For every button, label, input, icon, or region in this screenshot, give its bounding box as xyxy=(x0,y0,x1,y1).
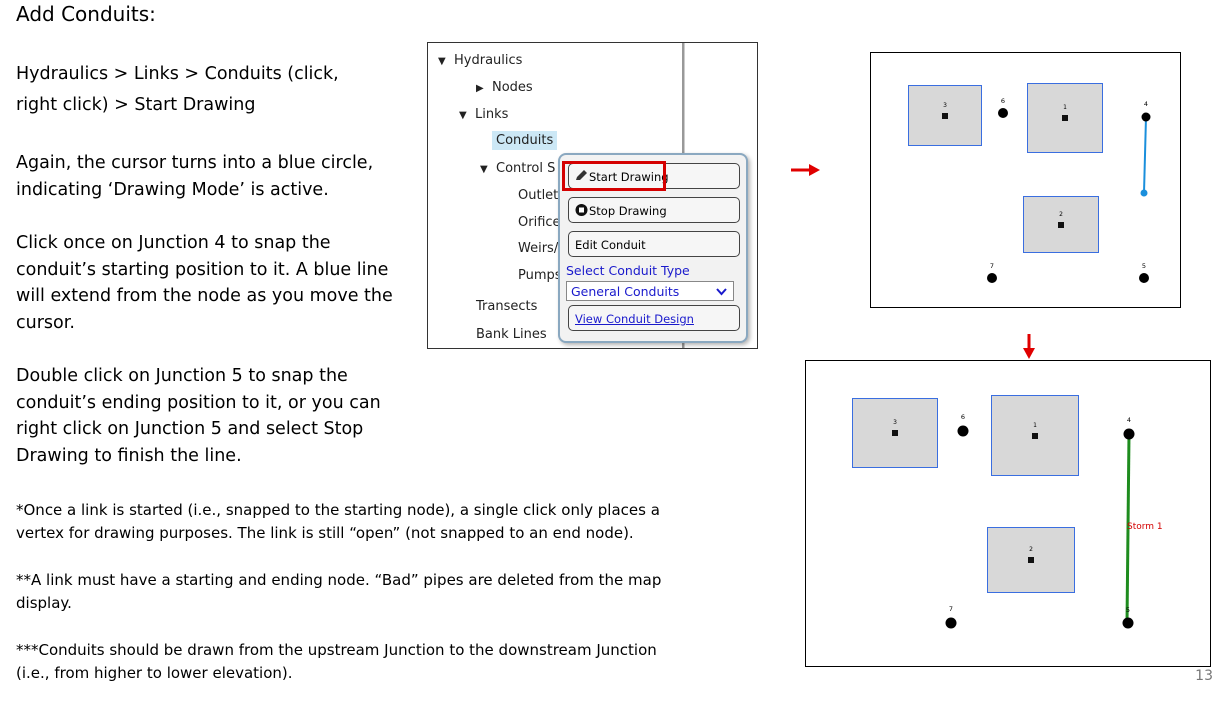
stop-drawing-button[interactable]: Stop Drawing xyxy=(568,197,740,223)
subcatchment-3[interactable]: 3 xyxy=(852,398,938,468)
drawing-line xyxy=(1140,116,1148,197)
tree-item-orifices[interactable]: Orifice xyxy=(518,215,561,230)
stop-icon xyxy=(575,198,589,224)
tree-item-conduits[interactable]: Conduits xyxy=(492,131,558,150)
tree-item-control-structures[interactable]: ▼Control S xyxy=(480,161,556,176)
conduit-label: Storm 1 xyxy=(1127,522,1163,532)
tree-panel: ▼Hydraulics ▶Nodes ▼Links Conduits ▼Cont… xyxy=(427,42,758,349)
note-upstream: ***Conduits should be drawn from the ups… xyxy=(16,641,657,682)
caret-down-icon[interactable]: ▼ xyxy=(438,56,446,67)
paragraph-cursor: Again, the cursor turns into a blue circ… xyxy=(16,153,374,200)
junction-7[interactable] xyxy=(987,273,997,283)
subcatchment-1[interactable]: 1 xyxy=(991,395,1079,476)
start-drawing-highlight xyxy=(562,161,666,191)
chevron-down-icon xyxy=(716,282,727,309)
map-drawing-mode[interactable]: 3 1 2 6 4 7 5 xyxy=(870,52,1181,308)
tree-item-bank-lines[interactable]: Bank Lines xyxy=(476,327,547,342)
paragraph-double-click: Double click on Junction 5 to snap the c… xyxy=(16,366,381,466)
view-conduit-design-link[interactable]: View Conduit Design xyxy=(575,312,694,326)
junction-7[interactable] xyxy=(945,617,957,629)
subcatchment-1[interactable]: 1 xyxy=(1027,83,1103,153)
arrow-right-icon xyxy=(791,162,821,182)
subcatchment-2[interactable]: 2 xyxy=(987,527,1075,593)
junction-6[interactable] xyxy=(998,108,1008,118)
tree-item-outlets[interactable]: Outlet xyxy=(518,188,559,203)
tree-item-transects[interactable]: Transects xyxy=(476,299,538,314)
tree-item-hydraulics[interactable]: ▼Hydraulics xyxy=(438,53,523,68)
junction-6[interactable] xyxy=(957,425,969,437)
subcatchment-2[interactable]: 2 xyxy=(1023,196,1099,253)
paragraph-click-once: Click once on Junction 4 to snap the con… xyxy=(16,233,393,333)
tree-item-weirs[interactable]: Weirs/ xyxy=(518,241,559,256)
pencil-icon xyxy=(575,164,589,190)
select-conduit-type-label: Select Conduit Type xyxy=(566,263,690,278)
caret-down-icon[interactable]: ▼ xyxy=(459,110,467,121)
conduit-storm-1[interactable] xyxy=(806,361,1210,666)
junction-5[interactable] xyxy=(1122,617,1134,629)
junction-5[interactable] xyxy=(1139,273,1149,283)
conduit-type-select[interactable]: General Conduits xyxy=(566,281,734,301)
edit-conduit-button[interactable]: Edit Conduit xyxy=(568,231,740,257)
page-number: 13 xyxy=(1195,668,1213,684)
note-single-click: *Once a link is started (i.e., snapped t… xyxy=(16,501,660,542)
tree-item-pumps[interactable]: Pumps xyxy=(518,268,562,283)
tree-item-nodes[interactable]: ▶Nodes xyxy=(476,80,533,95)
arrow-down-icon xyxy=(1021,334,1037,364)
caret-right-icon[interactable]: ▶ xyxy=(476,83,484,94)
caret-down-icon[interactable]: ▼ xyxy=(480,164,488,175)
menu-path-text: Hydraulics > Links > Conduits (click, ri… xyxy=(16,64,339,115)
context-menu: Start Drawing Stop Drawing Edit Conduit … xyxy=(558,153,748,343)
tree-item-links[interactable]: ▼Links xyxy=(459,107,509,122)
slide-title: Add Conduits: xyxy=(16,2,156,26)
junction-4[interactable] xyxy=(1123,428,1135,440)
subcatchment-3[interactable]: 3 xyxy=(908,85,982,146)
map-conduit-complete[interactable]: 3 1 2 Storm 1 6 4 7 5 xyxy=(805,360,1211,667)
note-bad-pipes: **A link must have a starting and ending… xyxy=(16,571,662,612)
view-conduit-design-button[interactable]: View Conduit Design xyxy=(568,305,740,331)
junction-4[interactable] xyxy=(1141,112,1151,122)
